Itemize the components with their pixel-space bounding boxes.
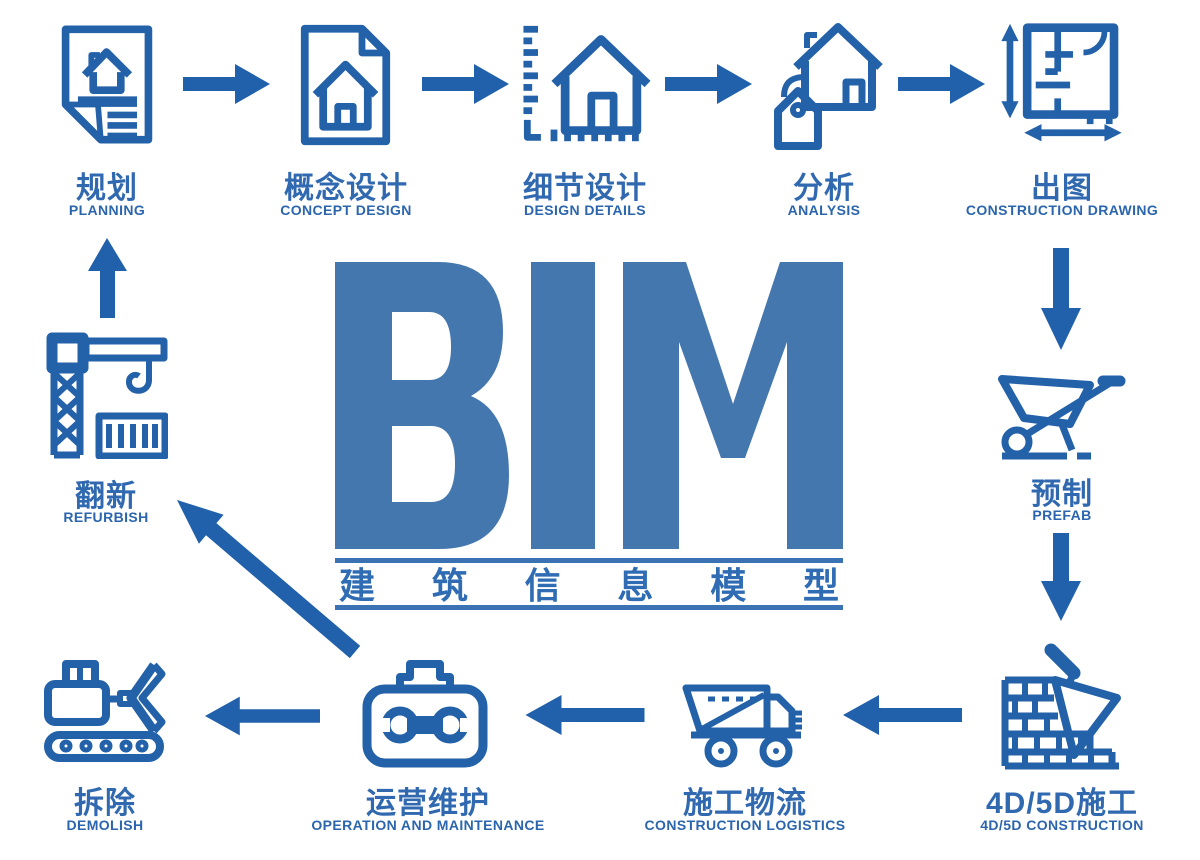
stage-logistics-label-en: CONSTRUCTION LOGISTICS: [644, 817, 846, 833]
arrow-drawing-to-prefab: [1041, 248, 1081, 350]
stage-demolish-label-en: DEMOLISH: [66, 817, 144, 833]
demolish-excavator-icon: [42, 657, 170, 763]
stage-maintenance-label-zh: 运营维护: [366, 787, 490, 820]
stage-4d5d-label-en: 4D/5D CONSTRUCTION: [980, 817, 1144, 833]
subtitle-char: 型: [802, 565, 839, 606]
prefab-wheelbarrow-icon: [997, 372, 1128, 462]
arrow-details-to-analysis: [665, 64, 752, 104]
stage-maintenance-label-en: OPERATION AND MAINTENANCE: [311, 817, 545, 833]
stage-planning-label-en: PLANNING: [68, 202, 146, 218]
stage-design-details-label-en: DESIGN DETAILS: [523, 202, 647, 218]
subtitle-char: 筑: [431, 565, 468, 606]
bim-letters-graphic: [335, 262, 843, 549]
stage-construction-drawing-label-en: CONSTRUCTION DRAWING: [965, 202, 1159, 218]
arrow-logistics-to-maintenance: [525, 695, 645, 735]
subtitle-top-rule: [335, 558, 843, 563]
arrow-refurbish-to-planning: [88, 238, 127, 318]
arrow-concept-to-details: [422, 64, 509, 104]
stage-construction-drawing-label-zh: 出图: [1031, 172, 1093, 205]
bim-center-block: BIM 建 筑 信 息 模 型: [335, 262, 843, 610]
arrow-prefab-to-4d5d: [1041, 533, 1081, 621]
stage-logistics-label-zh: 施工物流: [683, 787, 807, 820]
stage-concept-design-label-zh: 概念设计: [284, 172, 408, 205]
4d5d-bricks-trowel-icon: [1000, 638, 1124, 770]
stage-concept-design-label-en: CONCEPT DESIGN: [280, 202, 412, 218]
maintenance-toolbox-wrench-icon: [362, 652, 488, 768]
stage-4d5d-label-zh: 4D/5D施工: [985, 787, 1139, 820]
construction-drawing-floorplan-icon: [995, 22, 1129, 148]
stage-refurbish-label-zh: 翻新: [75, 480, 137, 513]
stage-refurbish-label-en: REFURBISH: [63, 509, 149, 525]
design-details-house-ruler-icon: [518, 22, 652, 148]
stage-demolish-label-zh: 拆除: [74, 787, 136, 820]
arrow-maintenance-to-demolish: [205, 696, 320, 736]
refurbish-tower-crane-icon: [45, 331, 168, 459]
stage-analysis-label-en: ANALYSIS: [787, 202, 861, 218]
subtitle-char: 信: [524, 565, 561, 606]
planning-document-house-list-icon: [57, 22, 157, 147]
stage-prefab-label-zh: 预制: [1031, 478, 1093, 511]
logistics-dump-truck-icon: [681, 682, 809, 770]
subtitle-bottom-rule: [335, 605, 843, 610]
stage-planning-label-zh: 规划: [76, 172, 138, 205]
concept-design-document-house-icon: [297, 21, 394, 149]
subtitle-char: 息: [617, 565, 654, 606]
arrow-analysis-to-drawing: [898, 64, 985, 104]
arrow-planning-to-concept: [183, 64, 270, 104]
subtitle-char: 建: [339, 565, 376, 606]
analysis-house-tag-icon: [764, 20, 886, 150]
stage-prefab-label-en: PREFAB: [1032, 507, 1092, 523]
arrow-maintenance-to-refurbish-diagonal: [165, 490, 365, 660]
stage-design-details-label-zh: 细节设计: [523, 172, 647, 205]
bim-subtitle: 建 筑 信 息 模 型: [335, 562, 843, 606]
arrow-4d5d-to-logistics: [843, 695, 962, 735]
subtitle-char: 模: [710, 565, 747, 606]
stage-analysis-label-zh: 分析: [793, 172, 855, 205]
